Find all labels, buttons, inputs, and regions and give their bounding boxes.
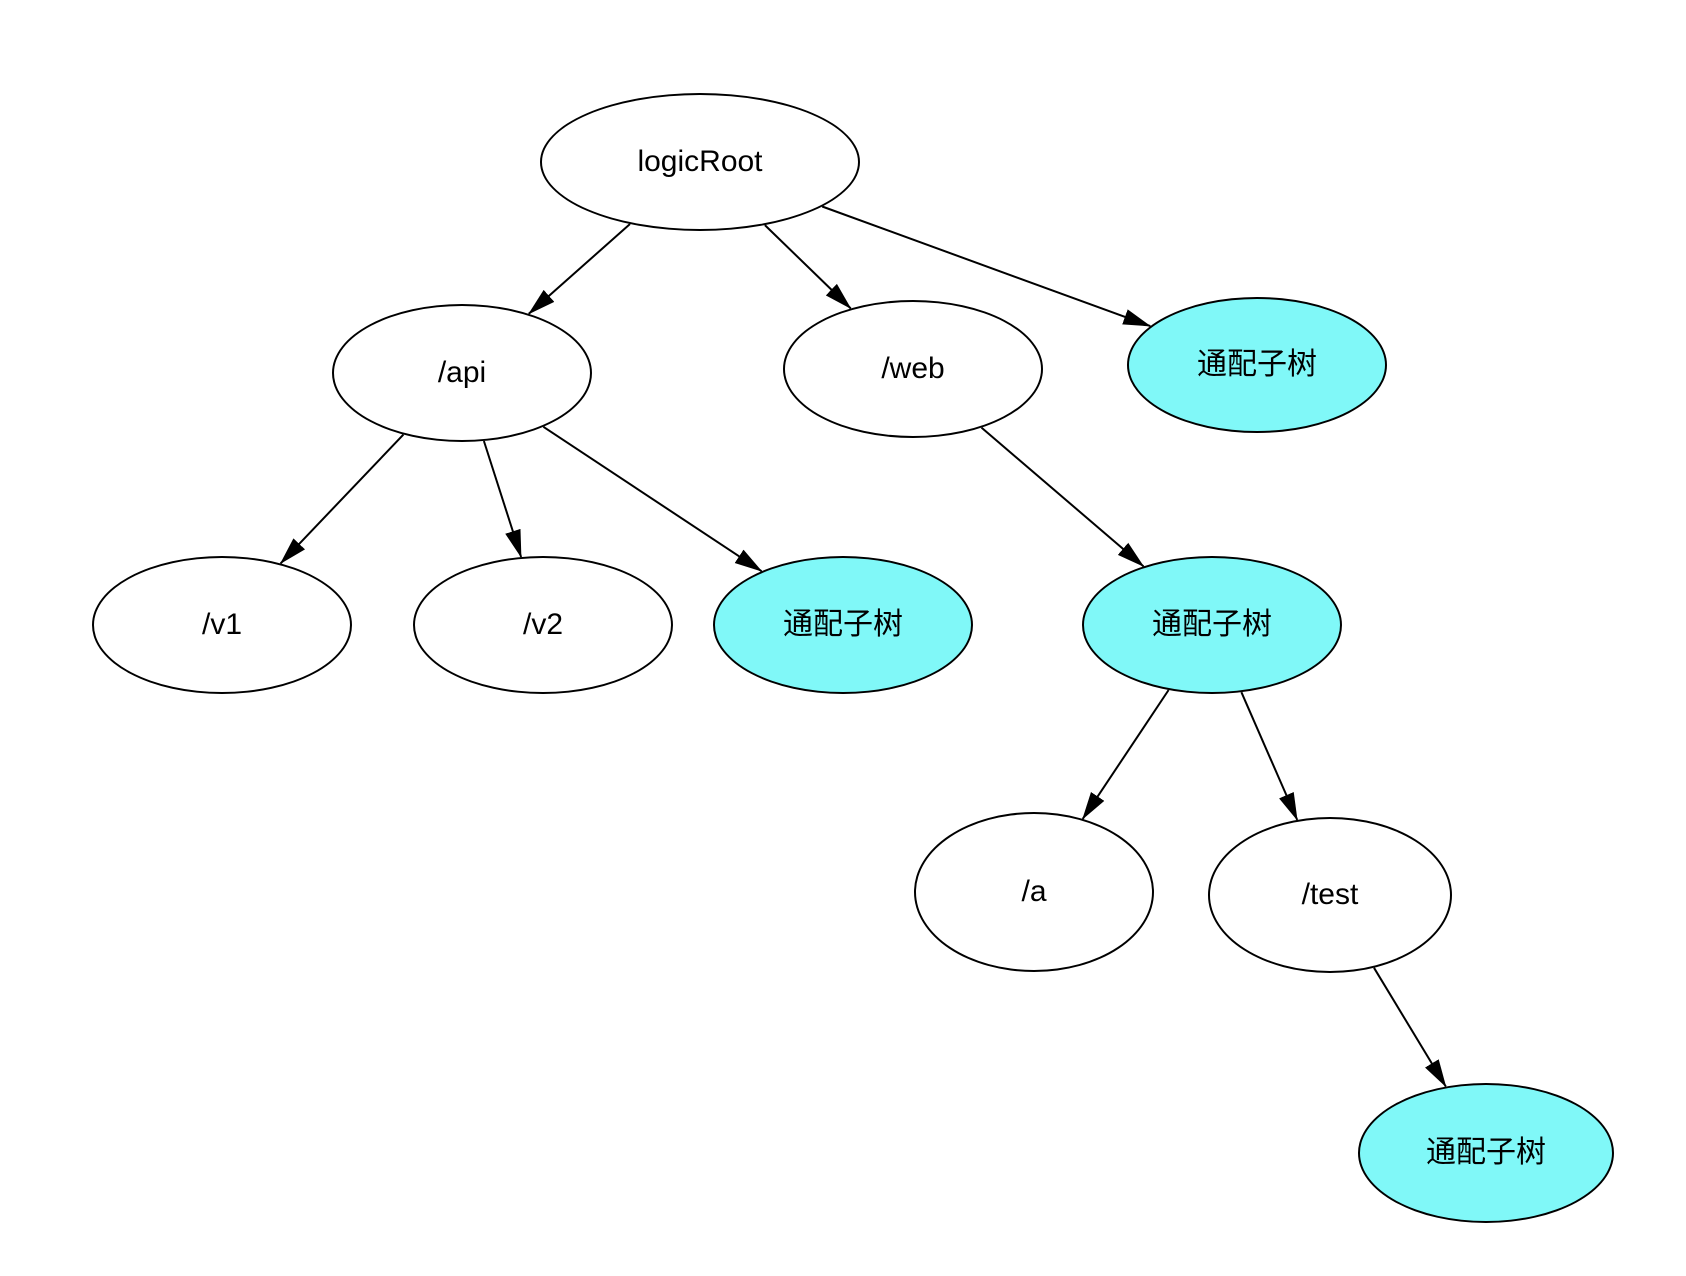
node-v2: /v2: [413, 556, 673, 694]
node-wildcard-web-label: 通配子树: [1152, 608, 1272, 641]
edge-web-wildcard-web: [980, 426, 1145, 568]
node-test: /test: [1208, 817, 1452, 973]
node-test-label: /test: [1301, 878, 1359, 911]
edge-wildcard-web-a: [1081, 689, 1170, 820]
node-wildcard-web: 通配子树: [1082, 556, 1342, 694]
node-wildcard-api: 通配子树: [713, 556, 973, 694]
edge-test-wildcard-test: [1373, 967, 1447, 1088]
node-a-label: /a: [1021, 875, 1047, 908]
node-v1-label: /v1: [201, 608, 243, 641]
edge-api-v2: [482, 440, 523, 558]
edge-logicRoot-api: [528, 223, 631, 315]
node-v2-label: /v2: [522, 608, 564, 641]
edge-api-wildcard-api: [542, 425, 763, 573]
node-wildcard-test-label: 通配子树: [1426, 1136, 1546, 1169]
node-web: /web: [783, 300, 1043, 438]
edge-logicRoot-web: [764, 224, 852, 310]
node-wildcard-root-label: 通配子树: [1197, 348, 1317, 381]
node-web-label: /web: [881, 352, 945, 385]
node-api-label: /api: [437, 356, 487, 389]
node-wildcard-root: 通配子树: [1127, 297, 1387, 433]
node-logicroot-label: logicRoot: [637, 145, 763, 178]
node-wildcard-api-label: 通配子树: [783, 608, 903, 641]
edge-logicRoot-wildcard-root: [821, 205, 1152, 328]
edge-wildcard-web-test: [1240, 691, 1299, 821]
node-a: /a: [914, 812, 1154, 972]
node-logicroot: logicRoot: [540, 93, 860, 231]
node-api: /api: [332, 304, 592, 442]
node-v1: /v1: [92, 556, 352, 694]
edge-api-v1: [279, 433, 405, 565]
node-wildcard-test: 通配子树: [1358, 1083, 1614, 1223]
